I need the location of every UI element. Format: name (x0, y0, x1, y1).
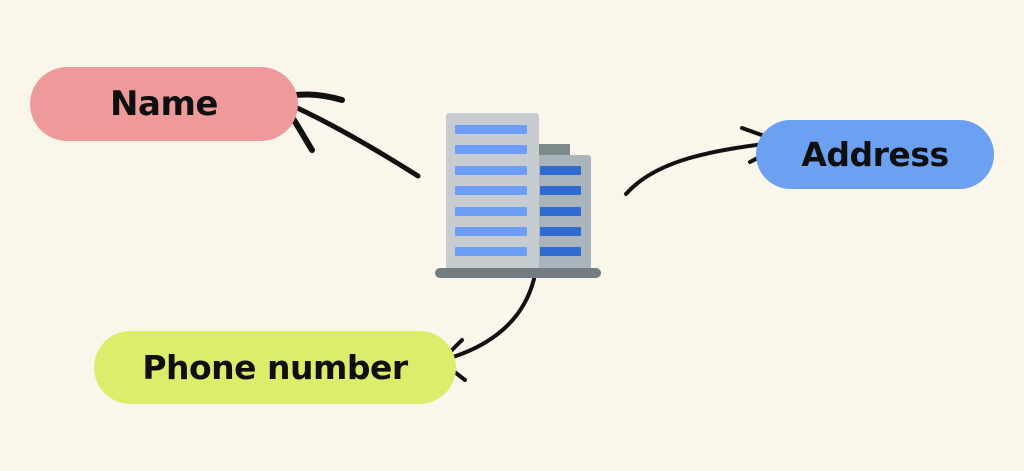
tower-window (455, 166, 527, 175)
tower-window (455, 125, 527, 134)
arrow-to-name (281, 99, 421, 179)
annex-window (540, 166, 581, 175)
tower-window (455, 227, 527, 236)
name-label-text: Name (110, 84, 218, 124)
tower-window (455, 207, 527, 216)
annex-window (540, 247, 581, 256)
annex-window (540, 227, 581, 236)
phone-number-label: Phone number (94, 331, 456, 404)
annex-window (540, 186, 581, 195)
building-base (435, 268, 601, 278)
address-label-text: Address (801, 135, 949, 174)
arrow-to-phone (441, 277, 536, 362)
name-label: Name (30, 67, 298, 141)
tower-window (455, 145, 527, 154)
annex-windows (540, 166, 581, 256)
tower-window (455, 247, 527, 256)
tower-windows (455, 125, 527, 256)
building-annex-roof (538, 144, 570, 156)
tower-window (455, 186, 527, 195)
annex-window (540, 207, 581, 216)
phone-number-label-text: Phone number (142, 348, 408, 387)
address-label: Address (756, 120, 994, 189)
